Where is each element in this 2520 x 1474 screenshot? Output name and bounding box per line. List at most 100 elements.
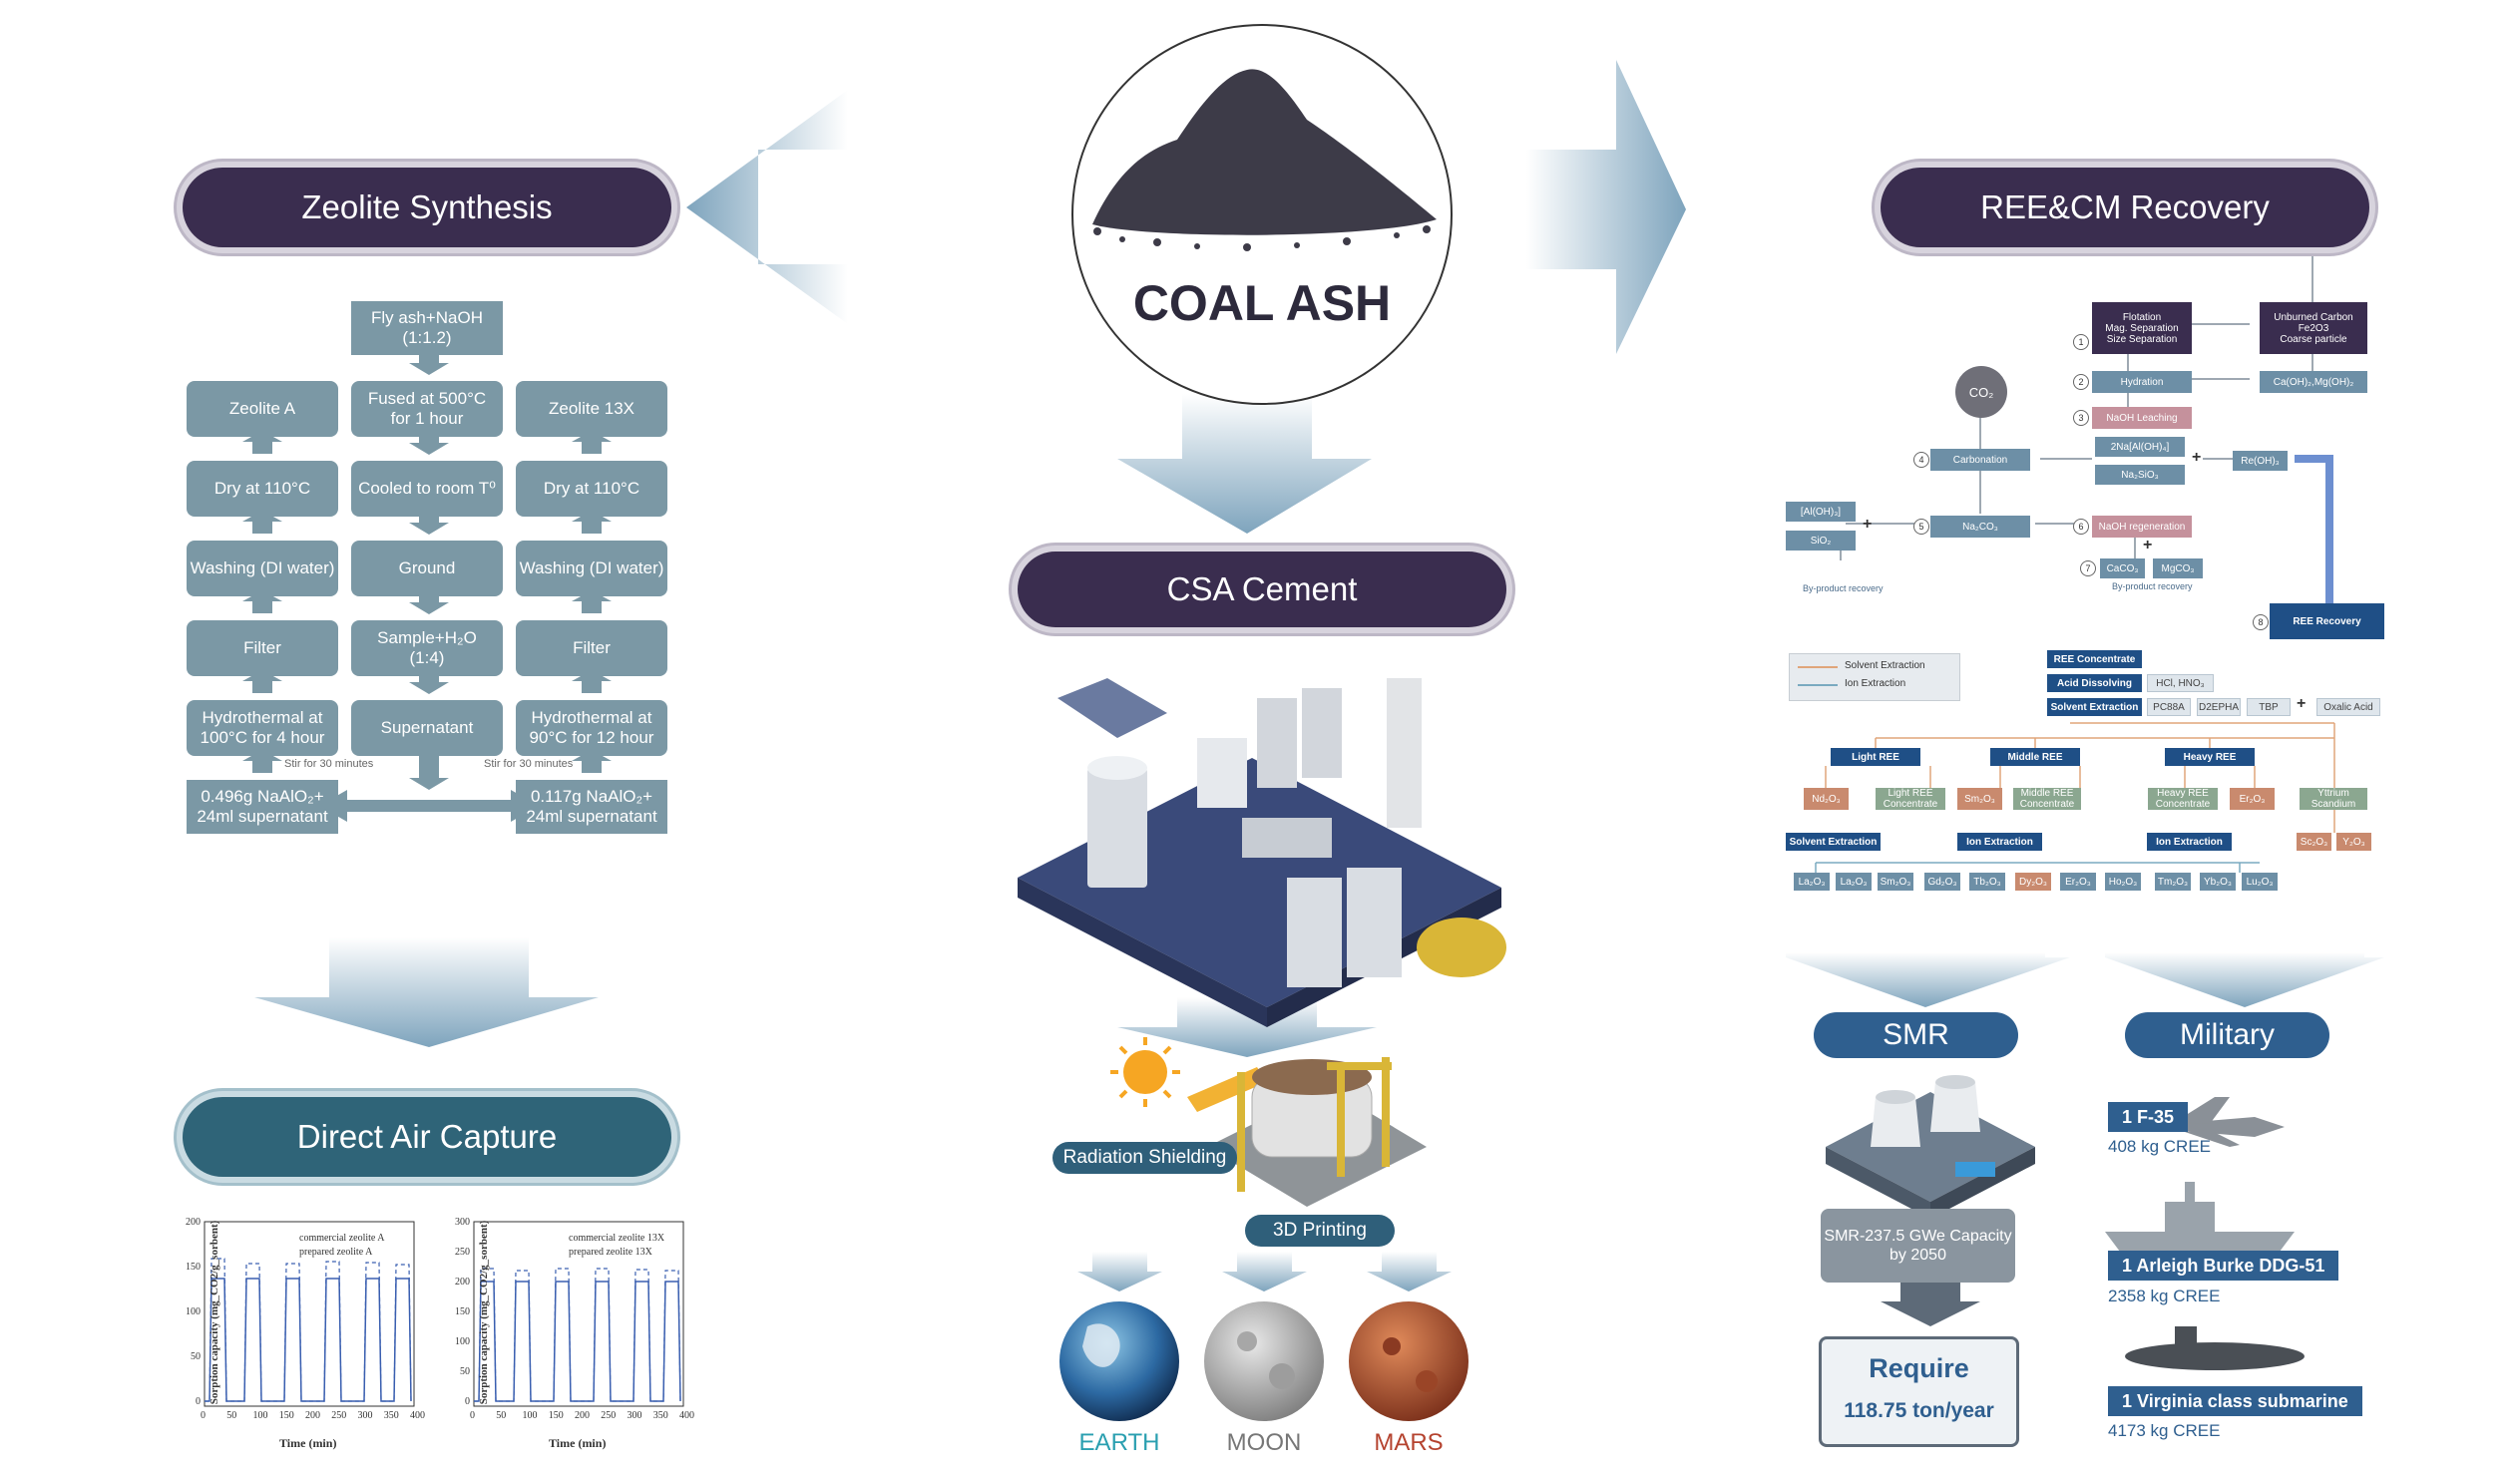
- dac-chart-1-legend-1: commercial zeolite A: [299, 1233, 385, 1244]
- down-arrow-military-graphic: [2105, 952, 2384, 1007]
- solvent-extraction-2: Solvent Extraction: [1786, 833, 1881, 851]
- down-arrow-zeolite-graphic: [254, 937, 599, 1047]
- zeolite-center-step-6: Supernatant: [351, 700, 503, 756]
- oxide-box-5: Dy₂O₃: [2015, 873, 2051, 891]
- sm-oxide-box: Sm₂O₃: [1957, 788, 2002, 810]
- zeolite-a-box: Zeolite A: [187, 381, 338, 437]
- dac-chart-2-ytick: 50: [460, 1366, 470, 1377]
- ree-na-al-box: 2Na[Al(OH)₄]: [2095, 437, 2185, 457]
- mars-label: MARS: [1374, 1429, 1444, 1456]
- plus-sign-2: +: [1863, 516, 1873, 533]
- ree-flotation-box: Flotation Mag. Separation Size Separatio…: [2092, 302, 2192, 354]
- coal-pile-icon: [1092, 69, 1437, 235]
- mars-icon: [1349, 1301, 1469, 1421]
- dac-chart-2-ylabel: Sorption capacity (mg_CO2/g_sorbent): [478, 1220, 490, 1405]
- earth-icon: [1059, 1301, 1179, 1421]
- ree-na2co3-box: Na₂CO₃: [1930, 516, 2030, 538]
- radiation-shielding-label: Radiation Shielding: [1052, 1142, 1237, 1174]
- dac-chart-1-xtick: 150: [278, 1410, 294, 1421]
- ree-na-si-box: Na₂SiO₃: [2095, 465, 2185, 485]
- plus-sign-1: +: [2192, 449, 2202, 466]
- nd-oxide-box: Nd₂O₃: [1804, 788, 1849, 810]
- dac-chart-1-ylabel: Sorption capacity (mg_CO2/g_sorbent): [209, 1220, 220, 1405]
- ree-naoh-regen-box: NaOH regeneration: [2092, 516, 2192, 538]
- dac-chart-1-ytick: 150: [186, 1262, 201, 1273]
- dac-chart-2-xlabel: Time (min): [549, 1436, 607, 1450]
- dac-chart-1-xtick: 350: [383, 1410, 399, 1421]
- f35-illustration: [2135, 1097, 2285, 1147]
- zeolite-center-step-1: Fly ash+NaOH (1:1.2): [351, 301, 503, 355]
- light-conc-box: Light REE Concentrate: [1876, 788, 1945, 810]
- step-5: 5: [1913, 519, 1929, 535]
- dac-chart-1-xtick: 100: [252, 1410, 268, 1421]
- ddg51-kg: 2358 kg CREE: [2108, 1287, 2221, 1305]
- dac-chart-2-xtick: 100: [522, 1410, 538, 1421]
- solvent-extraction-box: Solvent Extraction: [2047, 698, 2142, 716]
- light-ree-box: Light REE: [1831, 748, 1920, 766]
- submarine-illustration: [2125, 1326, 2305, 1370]
- dac-chart-2-ytick: 100: [455, 1336, 470, 1347]
- dac-chart-1: [204, 1221, 415, 1407]
- co2-circle: CO₂: [1955, 366, 2007, 418]
- ree-hydration-box: Hydration: [2092, 371, 2192, 393]
- zeolite-synthesis-pill: Zeolite Synthesis: [183, 168, 671, 247]
- submarine-kg: 4173 kg CREE: [2108, 1421, 2221, 1440]
- ree-sio2-box: SiO₂: [1786, 531, 1856, 551]
- zeolite-13x-hydrothermal: Hydrothermal at 90°C for 12 hour: [516, 700, 667, 756]
- dac-chart-1-xtick: 400: [410, 1410, 425, 1421]
- ree-legend: Solvent Extraction Ion Extraction: [1789, 653, 1960, 701]
- ree-recovery-box: REE Recovery: [2270, 603, 2384, 639]
- ion-extraction-2: Ion Extraction: [2147, 833, 2232, 851]
- f35-tag: 1 F-35: [2108, 1102, 2189, 1132]
- earth-label: EARTH: [1078, 1429, 1160, 1456]
- dac-chart-2-xtick: 350: [652, 1410, 668, 1421]
- ree-concentrate-box: REE Concentrate: [2047, 650, 2142, 668]
- dac-chart-2-ytick: 200: [455, 1277, 470, 1288]
- oxide-box-3: Gd₂O₃: [1924, 873, 1960, 891]
- dac-chart-2-ytick: 300: [455, 1217, 470, 1228]
- heavy-conc-box: Heavy REE Concentrate: [2148, 788, 2218, 810]
- zeolite-13x-wash: Washing (DI water): [516, 541, 667, 596]
- dac-chart-2-ytick: 250: [455, 1247, 470, 1258]
- f35-kg: 408 kg CREE: [2108, 1137, 2211, 1156]
- right-arrow-graphic: [1526, 60, 1686, 354]
- zeolite-13x-filter: Filter: [516, 620, 667, 676]
- plus-sign-4: +: [2297, 695, 2307, 712]
- middle-conc-box: Middle REE Concentrate: [2013, 788, 2081, 810]
- step-6: 6: [2073, 519, 2089, 535]
- dac-chart-2-xtick: 200: [575, 1410, 590, 1421]
- ree-caoh-box: Ca(OH)₂,Mg(OH)₂: [2260, 371, 2367, 393]
- dac-chart-2-legend-1: commercial zeolite 13X: [569, 1233, 665, 1244]
- step-7: 7: [2080, 560, 2096, 576]
- dac-chart-2-xtick: 400: [679, 1410, 694, 1421]
- down-arrow-smr-graphic: [1786, 952, 2070, 1007]
- oxide-box-4: Tb₂O₃: [1969, 873, 2005, 891]
- down-arrow-center-graphic: [1117, 394, 1372, 534]
- reagent-oxalic: Oxalic Acid: [2316, 698, 2380, 716]
- dac-chart-2-ytick: 0: [465, 1396, 470, 1407]
- moon-icon: [1204, 1301, 1324, 1421]
- dac-chart-1-xtick: 0: [201, 1410, 206, 1421]
- dac-chart-1-xlabel: Time (min): [279, 1436, 337, 1450]
- ree-naoh-leaching-box: NaOH Leaching: [2092, 407, 2192, 429]
- cement-plant-illustration: [1018, 678, 1506, 1027]
- dac-chart-2-xtick: 150: [548, 1410, 564, 1421]
- ree-mgco3-box: MgCO₃: [2153, 558, 2203, 578]
- acid-dissolving-box: Acid Dissolving: [2047, 674, 2142, 692]
- down-arrow-moon-graphic: [1222, 1252, 1307, 1291]
- ree-re-oh-box: Re(OH)₃: [2233, 451, 2288, 471]
- dac-chart-1-ytick: 100: [186, 1306, 201, 1317]
- zeolite-a-hydrothermal: Hydrothermal at 100°C for 4 hour: [187, 700, 338, 756]
- heavy-ree-box: Heavy REE: [2165, 748, 2255, 766]
- zeolite-13x-box: Zeolite 13X: [516, 381, 667, 437]
- dac-chart-1-ytick: 50: [191, 1351, 201, 1362]
- csa-cement-pill: CSA Cement: [1018, 552, 1506, 627]
- zeolite-a-dry: Dry at 110°C: [187, 461, 338, 517]
- zeolite-center-step-5: Sample+H₂O (1:4): [351, 620, 503, 676]
- step-1: 1: [2073, 334, 2089, 350]
- dac-chart-1-xtick: 50: [226, 1410, 237, 1421]
- ion-extraction-1: Ion Extraction: [1957, 833, 2042, 851]
- dac-chart-2-ytick: 150: [455, 1306, 470, 1317]
- ree-tree-lines: [1825, 722, 2335, 833]
- ree-cm-recovery-pill: REE&CM Recovery: [1881, 168, 2369, 247]
